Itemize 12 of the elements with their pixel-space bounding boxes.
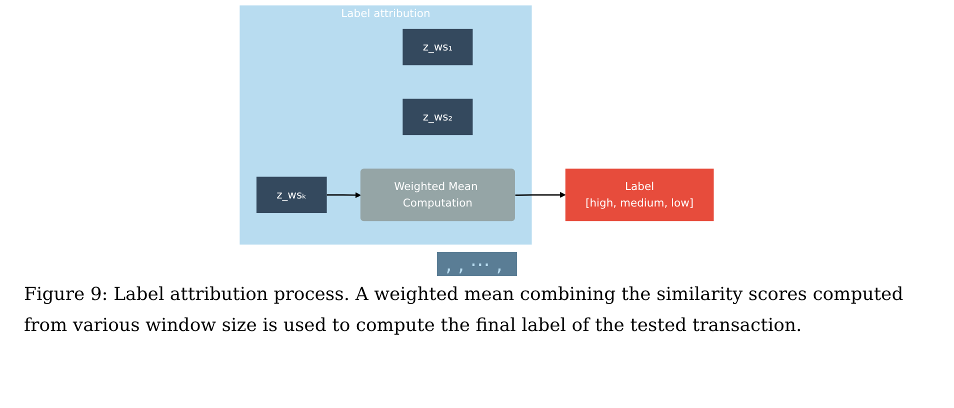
node-box: z_wsₖ xyxy=(256,176,328,214)
separator-mark: , xyxy=(458,252,470,276)
arrow xyxy=(327,192,362,198)
arrow xyxy=(516,192,566,198)
node-box: Weighted Mean Computation xyxy=(360,168,516,222)
figure-caption: Figure 9: Label attribution process. A weighted mean combining the similarity scores computed from various window size is used to compute the final label of the tested transaction. xyxy=(23,283,904,338)
node-box: z_ws₂ xyxy=(402,98,473,136)
separator-mark: ⋯ xyxy=(470,252,496,276)
node-box: z_ws₁ xyxy=(402,28,473,66)
node-box: Label [high, medium, low] xyxy=(566,168,714,222)
separator-mark: , xyxy=(496,252,509,276)
separator-mark: , xyxy=(445,252,458,276)
